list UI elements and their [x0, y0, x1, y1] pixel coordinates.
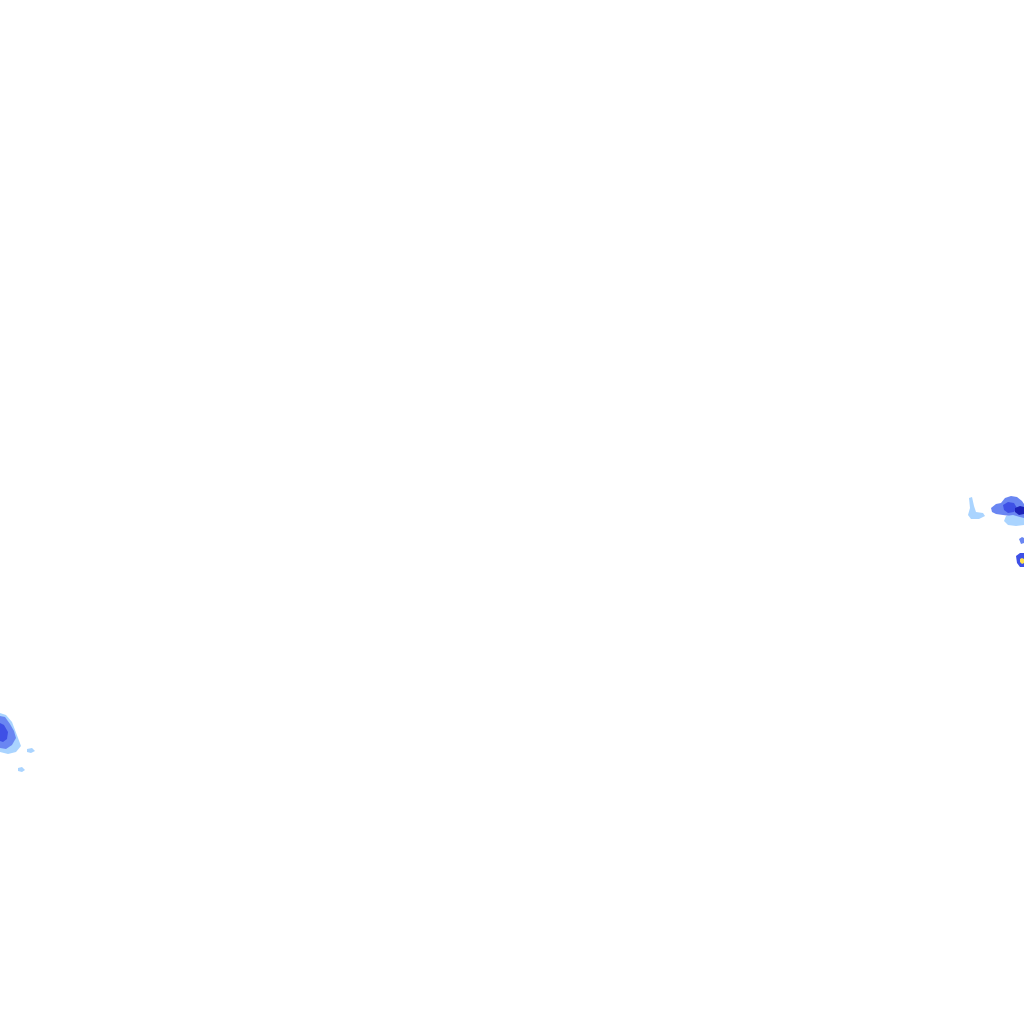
echo-light-east-2 [1004, 515, 1024, 526]
echo-strong-east-1 [1003, 502, 1017, 513]
echo-core-east [1020, 558, 1024, 564]
echo-medium-east-2 [1019, 537, 1024, 544]
echo-light-west-3 [18, 767, 25, 772]
echo-heavy-east-1 [1015, 506, 1024, 515]
echo-cluster-east [968, 496, 1024, 567]
echo-light-east-1 [968, 497, 985, 519]
echo-light-west-2 [27, 748, 35, 753]
echo-cluster-west [0, 713, 35, 772]
echo-strong-west-1 [0, 723, 8, 742]
